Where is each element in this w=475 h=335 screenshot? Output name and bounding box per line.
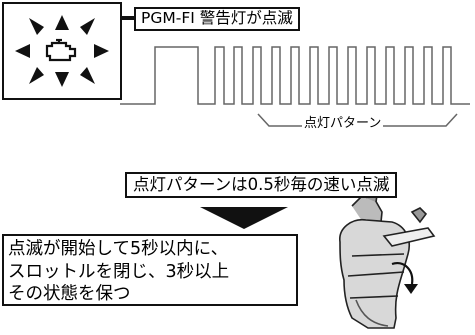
pattern-summary-label: 点灯パターンは0.5秒毎の速い点滅 bbox=[125, 172, 398, 198]
engine-warning-lamp-icon bbox=[2, 2, 122, 100]
pattern-label: 点灯パターン bbox=[302, 112, 384, 131]
instruction-line: その状態を保つ bbox=[8, 284, 131, 304]
instruction-box: 点滅が開始して5秒以内に、 スロットルを閉じ、3秒以上 その状態を保つ bbox=[2, 234, 298, 306]
warning-title-label: PGM-FI 警告灯が点滅 bbox=[134, 7, 300, 31]
instruction-line: 点滅が開始して5秒以内に、 bbox=[8, 239, 229, 259]
curved-arrow-icon bbox=[391, 262, 418, 294]
instruction-line: スロットルを閉じ、3秒以上 bbox=[8, 261, 230, 282]
blink-waveform bbox=[120, 46, 470, 105]
down-arrow-icon bbox=[200, 207, 288, 229]
throttle-grip-icon bbox=[339, 185, 436, 329]
